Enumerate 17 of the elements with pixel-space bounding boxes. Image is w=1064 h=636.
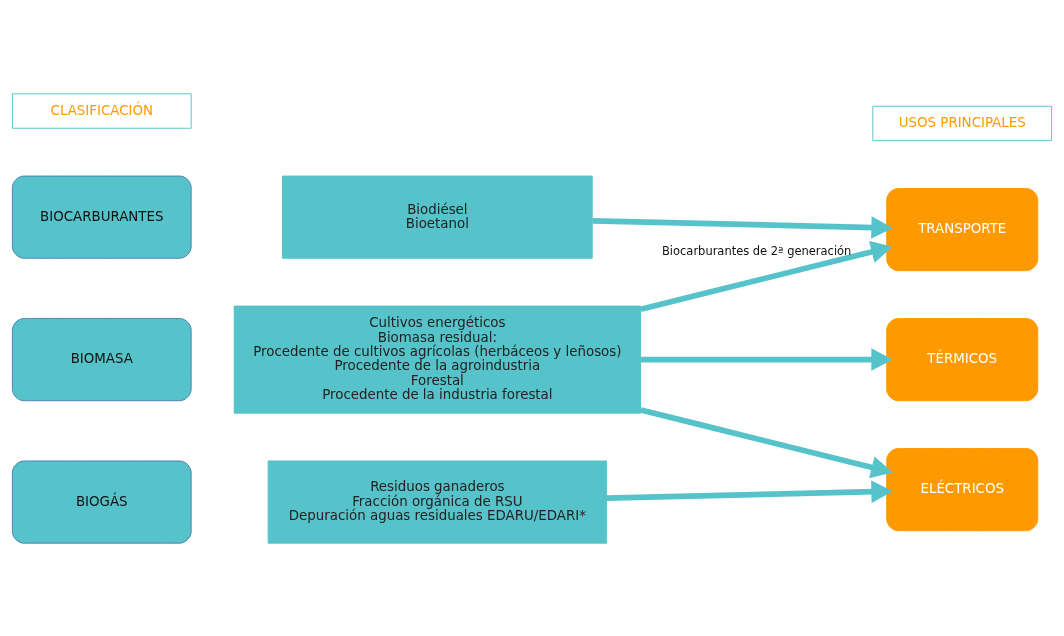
arrow xyxy=(592,215,893,239)
node-box: BIOGÁS xyxy=(11,459,192,544)
node-box: TÉRMICOS xyxy=(886,317,1039,401)
node-box: CLASIFICACIÓN xyxy=(11,92,192,129)
node-box: Residuos ganaderos Fracción orgánica de RSU Depuración aguas residuales EDARU/EDARI* xyxy=(267,459,608,544)
node-box: BIOCARBURANTES xyxy=(11,175,192,259)
node-box: Biodiésel Bioetanol xyxy=(282,175,593,259)
node-box: USOS PRINCIPALES xyxy=(872,105,1053,141)
arrow xyxy=(640,406,893,478)
node-box: Cultivos energéticos Biomasa residual: Procedente de cultivos agrícolas (herbáceos y leñosos) Procedente de la agroindustria Forestal Procedente de la industria forestal xyxy=(233,305,641,414)
arrow xyxy=(640,347,893,371)
arrow xyxy=(606,480,893,503)
node-box: ELÉCTRICOS xyxy=(886,447,1039,531)
arrow xyxy=(640,240,893,312)
edge-label: Biocarburantes de 2ª generación xyxy=(661,243,852,258)
node-box: TRANSPORTE xyxy=(886,187,1039,271)
node-box: BIOMASA xyxy=(11,317,192,401)
